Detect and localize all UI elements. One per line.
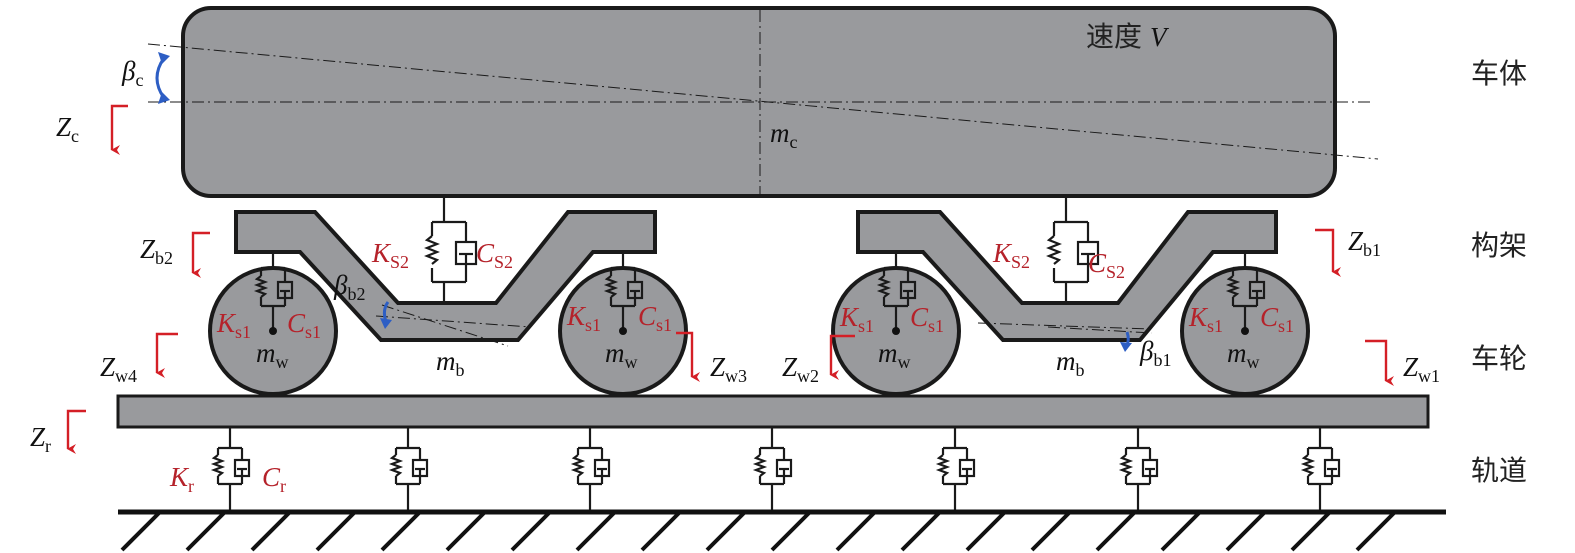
ground-hatch-line: [1095, 510, 1137, 552]
beta-b1-label: βb1: [1139, 336, 1171, 370]
c-s2-right-label: CS2: [1088, 248, 1125, 282]
rail: [116, 394, 1430, 429]
ground-hatch-line: [185, 510, 227, 552]
primary-suspension-3: [603, 252, 644, 335]
ground: [118, 509, 1446, 552]
primary-suspension-2: [876, 252, 917, 335]
k-s1-3-label: Ks1: [839, 302, 874, 336]
k-s2-left-label: KS2: [371, 238, 409, 272]
ground-hatch-line: [575, 510, 617, 552]
ground-hatch-line: [705, 510, 747, 552]
car-body-pitch-line: [147, 43, 1379, 160]
m-w-4-label: mw: [1227, 338, 1260, 372]
z-b1-label: Zb1: [1348, 226, 1381, 260]
track-support-1: [210, 427, 251, 512]
m-w-3-label: mw: [878, 338, 911, 372]
z-w4-arrow: [155, 332, 178, 378]
ground-hatch-line: [315, 510, 357, 552]
m-c-label: mc: [770, 118, 798, 152]
c-s1-1-label: Cs1: [287, 308, 321, 342]
ground-hatch-line: [1225, 510, 1267, 552]
bogie-right-pitch-line: [977, 322, 1151, 330]
m-w-1-label: mw: [256, 338, 289, 372]
track-support-5: [935, 427, 976, 512]
z-w2-arrow: [829, 334, 855, 380]
ground-hatch-line: [965, 510, 1007, 552]
z-w4-label: Zw4: [100, 352, 137, 386]
z-b1-arrow: [1315, 228, 1341, 277]
z-w3-label: Zw3: [710, 352, 747, 386]
bogie-right-tilt-line: [1047, 326, 1153, 334]
ground-hatch-line: [380, 510, 422, 552]
ground-hatch-line: [1030, 510, 1072, 552]
beta-c-label: βc: [121, 56, 143, 90]
track-support-7: [1300, 427, 1341, 512]
ground-hatch-line: [640, 510, 682, 552]
bogie-left-tilt-line: [381, 304, 509, 347]
ground-hatch-line: [1290, 510, 1332, 552]
k-r-label: Kr: [169, 462, 194, 496]
secondary-suspension-right: [1046, 196, 1100, 303]
car-body-pitch-rotation-arrow: [155, 52, 170, 104]
k-s1-1-label: Ks1: [216, 308, 251, 342]
ground-hatch-line: [120, 510, 162, 552]
bogie-left-pitch-rotation-arrow: [380, 301, 392, 329]
wheel-label: 车轮: [1471, 342, 1527, 375]
car-body-label: 车体: [1471, 57, 1527, 90]
ground-hatch-line: [770, 510, 812, 552]
k-s1-4-label: Ks1: [1188, 302, 1223, 336]
track-support-6: [1118, 427, 1159, 512]
z-c-label: Zc: [56, 112, 79, 146]
c-s1-3-label: Cs1: [910, 302, 944, 336]
track-support-4: [752, 427, 793, 512]
primary-suspension-4: [253, 252, 294, 335]
m-b-left-label: mb: [436, 346, 465, 380]
c-s1-2-label: Cs1: [638, 301, 672, 335]
z-w2-label: Zw2: [782, 352, 819, 386]
track-support-2: [388, 427, 429, 512]
beta-b2-label: βb2: [333, 270, 365, 304]
track-support-3: [570, 427, 611, 512]
c-s2-left-label: CS2: [476, 238, 513, 272]
ground-hatch-line: [1160, 510, 1202, 552]
c-s1-4-label: Cs1: [1260, 302, 1294, 336]
track-supports: [210, 427, 1341, 512]
ground-hatch-line: [510, 510, 552, 552]
z-r-label: Zr: [30, 422, 51, 456]
m-w-2-label: mw: [605, 338, 638, 372]
bogie-frame-left: [234, 210, 657, 342]
ground-hatch-line: [250, 510, 292, 552]
bogie-left-pitch-line: [375, 315, 531, 328]
z-w3-arrow: [676, 331, 700, 382]
z-b2-label: Zb2: [140, 234, 173, 268]
ground-hatch-line: [900, 510, 942, 552]
k-s2-right-label: KS2: [992, 238, 1030, 272]
bogie-label: 构架: [1471, 229, 1527, 262]
z-c-arrow: [110, 104, 128, 155]
secondary-suspension-left: [424, 196, 478, 303]
z-b2-arrow: [191, 231, 210, 278]
m-b-right-label: mb: [1056, 346, 1085, 380]
primary-suspension-1: [1225, 252, 1266, 335]
z-r-arrow: [66, 409, 86, 454]
k-s1-2-label: Ks1: [566, 301, 601, 335]
z-w1-arrow: [1365, 339, 1394, 386]
bogie-frame-right: [856, 210, 1278, 342]
ground-hatch-line: [445, 510, 487, 552]
c-r-label: Cr: [262, 462, 286, 496]
track-label: 轨道: [1471, 454, 1527, 487]
ground-hatch-line: [835, 510, 877, 552]
ground-hatch-line: [1355, 510, 1397, 552]
bogie-right-pitch-rotation-arrow: [1120, 331, 1132, 352]
z-w1-label: Zw1: [1403, 352, 1440, 386]
